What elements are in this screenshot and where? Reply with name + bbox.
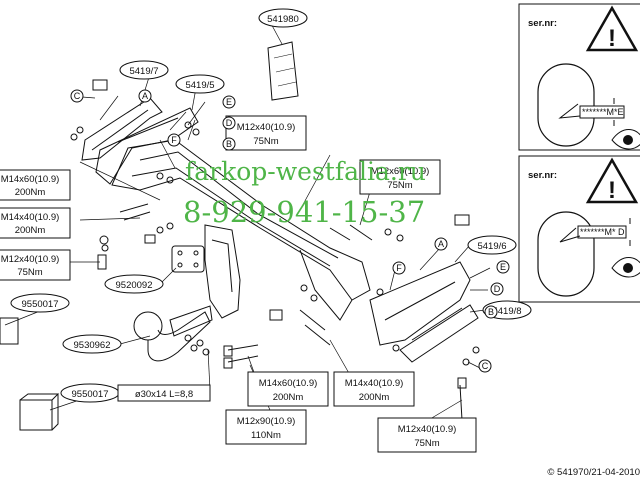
warning-icon: [585, 157, 639, 204]
part-5419-7: 5419/7: [129, 66, 158, 77]
torque-box-5: [359, 159, 441, 195]
watermark-phone: 8-929-941-15-37: [183, 195, 425, 229]
torque-box-7-torque: 200Nm: [359, 392, 390, 403]
letter-a-right: A: [438, 239, 444, 249]
torque-box-1-bolt: M14x60(10.9): [1, 174, 60, 185]
torque-box-2-bolt: M14x40(10.9): [1, 212, 60, 223]
serial-plate-oval-top: [537, 63, 595, 147]
warning-icon-mark: !: [608, 177, 616, 204]
drop-plate: [204, 224, 241, 319]
torque-box-9-bolt: M12x40(10.9): [398, 424, 457, 435]
serial-panel-bottom-title: ser.nr:: [528, 170, 557, 181]
serial-panel-bottom: ser.nr: ! *******M* D: [518, 155, 640, 303]
letter-d-right: D: [494, 284, 501, 294]
right-lower-plate: [399, 304, 479, 363]
torque-box-6-bolt: M14x60(10.9): [259, 378, 318, 389]
pin-label: ø30x14 L=8,8: [135, 389, 193, 400]
part-number-text: 541980 5419/7 5419/5 5419/6 5419/8 95200…: [22, 14, 522, 400]
serial-panel-top-code: *******M*E: [582, 107, 624, 117]
serial-panel-top: ser.nr: ! *******M*E: [518, 3, 640, 151]
torque-box-2: [0, 207, 71, 239]
ball-mount-flange: [171, 245, 205, 273]
pin-label-box: [117, 384, 211, 402]
serial-panel-bottom-code: *******M* D: [580, 227, 625, 237]
parts-drawing: [0, 17, 491, 431]
torque-box-text: M14x60(10.9) 200Nm M14x40(10.9) 200Nm M1…: [1, 122, 457, 449]
part-5419-5: 5419/5: [185, 80, 214, 91]
torque-box-3-bolt: M12x40(10.9): [1, 254, 60, 265]
part-9520092: 9520092: [116, 280, 153, 291]
torque-box-6: [247, 371, 329, 407]
letter-b-right: B: [488, 307, 494, 317]
left-side-member: [95, 107, 199, 185]
torque-box-8: [225, 409, 307, 445]
torque-box-4-bolt: M12x40(10.9): [237, 122, 296, 133]
torque-box-8-torque: 110Nm: [251, 430, 281, 441]
letter-marker-text: C A E D B F F A E D B C: [74, 91, 506, 371]
part-9550017-a: 9550017: [22, 299, 59, 310]
torque-box-3-torque: 75Nm: [17, 267, 42, 278]
serial-plate-oval-bottom: [537, 211, 595, 297]
letter-b-left: B: [226, 139, 232, 149]
torque-box-5-bolt: M12x60(10.9): [371, 166, 430, 177]
torque-box-7: [333, 371, 415, 407]
warning-icon-mark: !: [608, 25, 616, 52]
letter-f-right: F: [396, 263, 402, 273]
letter-c-right: C: [482, 361, 489, 371]
socket-box-bottom: [19, 399, 53, 431]
tow-ball: [133, 311, 163, 341]
part-541980: 541980: [267, 14, 299, 25]
letter-a-left: A: [142, 91, 148, 101]
torque-box-2-torque: 200Nm: [15, 225, 46, 236]
torque-boxes: [0, 115, 477, 453]
torque-box-8-bolt: M12x90(10.9): [237, 416, 296, 427]
letter-c-left: C: [74, 91, 81, 101]
torque-box-4: [225, 115, 307, 151]
torque-box-9: [377, 417, 477, 453]
torque-box-3: [0, 249, 71, 281]
part-number-ovals: [10, 8, 532, 403]
letter-d-left: D: [226, 118, 233, 128]
torque-box-1: [0, 169, 71, 201]
socket-plate-left: [0, 317, 19, 345]
torque-box-7-bolt: M14x40(10.9): [345, 378, 404, 389]
part-9550017-b: 9550017: [72, 389, 109, 400]
drawing-number-footer: © 541970/21-04-2010: [547, 467, 640, 478]
serial-panel-top-title: ser.nr:: [528, 18, 557, 29]
part-9530962: 9530962: [74, 340, 111, 351]
letter-e-left: E: [226, 97, 232, 107]
watermark-site: farkop-westfalia.ru: [185, 157, 426, 186]
warning-icon: [585, 5, 639, 52]
right-side-bracket: [369, 261, 471, 346]
letter-markers: [70, 89, 510, 373]
part-5419-8: 5419/8: [492, 306, 521, 317]
letter-e-right: E: [500, 262, 506, 272]
torque-box-5-torque: 75Nm: [387, 180, 412, 191]
torque-box-1-torque: 200Nm: [15, 187, 46, 198]
socket-plate-top: [267, 41, 299, 101]
torque-box-9-torque: 75Nm: [414, 438, 439, 449]
torque-box-6-torque: 200Nm: [273, 392, 304, 403]
part-5419-6: 5419/6: [477, 241, 506, 252]
letter-f-left: F: [171, 135, 177, 145]
torque-box-4-torque: 75Nm: [253, 136, 278, 147]
